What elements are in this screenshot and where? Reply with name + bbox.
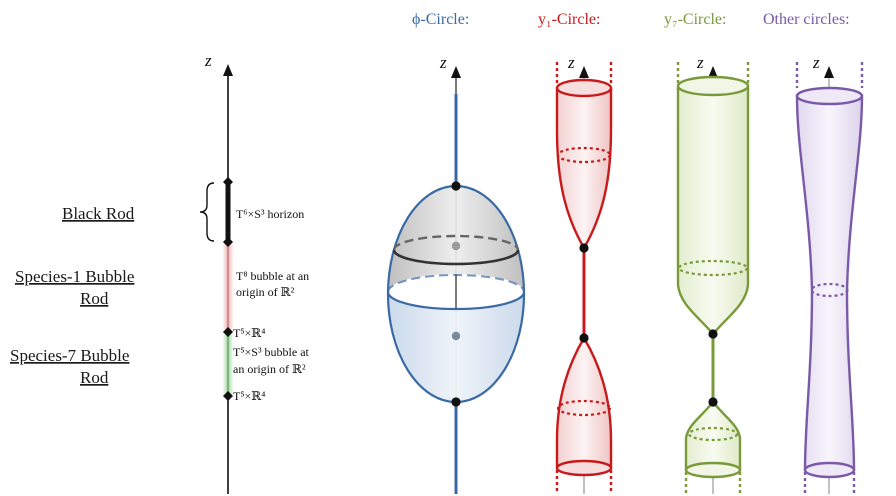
- rod-endpoint-1: [223, 177, 233, 187]
- y1-circle-panel: z: [555, 53, 613, 494]
- other-dotted-ring: [810, 282, 849, 298]
- species7-rod-glow: [222, 332, 234, 396]
- phi-ellipsoid-lower: [388, 292, 524, 402]
- other-tube: [795, 94, 864, 472]
- phi-node-bottom: [451, 397, 461, 407]
- y1-z-label: z: [567, 53, 575, 72]
- species1-rod-label-line1: Species-1 Bubble: [15, 267, 134, 286]
- y7-node-lower: [708, 397, 718, 407]
- phi-circle-panel: z: [386, 53, 526, 494]
- other-z-arrowhead: [824, 66, 834, 78]
- y1-lower-dotted-ring: [556, 399, 612, 417]
- y1-upper-bubble: [555, 88, 613, 251]
- annotation-t5r4-upper: T⁵×ℝ⁴: [233, 326, 265, 340]
- y1-lower-bottom-rim: [555, 459, 613, 477]
- y1-node-upper: [579, 243, 589, 253]
- left-z-label: z: [204, 51, 212, 70]
- header-other-circles: Other circles:: [763, 11, 850, 28]
- other-z-label: z: [812, 53, 820, 72]
- other-bottom-rim: [803, 461, 856, 479]
- y1-upper-top-rim: [555, 78, 613, 98]
- left-z-arrowhead: [223, 64, 233, 76]
- y7-circle-panel: z: [676, 53, 750, 494]
- y1-node-lower: [579, 333, 589, 343]
- species7-rod-label-line2: Rod: [80, 368, 109, 387]
- phi-node-mid-upper: [451, 241, 461, 251]
- phi-node-mid-lower: [451, 331, 461, 341]
- other-circles-panel: z: [795, 53, 864, 494]
- annotation-t5r4-lower: T⁵×ℝ⁴: [233, 389, 265, 403]
- species1-rod-label-line2: Rod: [80, 289, 109, 308]
- black-rod-brace: [199, 182, 215, 242]
- header-y7-circle: y₇-Circle:: [664, 11, 726, 28]
- rod-endpoint-4: [223, 391, 233, 401]
- phi-z-arrowhead: [451, 66, 461, 78]
- header-phi-circle: ϕ-Circle:: [412, 11, 469, 28]
- species7-rod-label-line1: Species-7 Bubble: [10, 346, 129, 365]
- y1-z-arrowhead: [579, 66, 589, 78]
- y7-z-label: z: [696, 53, 704, 72]
- annotation-horizon: T⁶×S³ horizon: [236, 207, 304, 221]
- phi-equator-back: [387, 274, 525, 293]
- species1-rod-glow: [222, 242, 234, 332]
- rod-endpoint-3: [223, 327, 233, 337]
- y7-lower-dotted-ring: [687, 426, 739, 442]
- header-y1-circle: y₁-Circle:: [538, 11, 600, 28]
- y7-upper-top-rim: [676, 75, 750, 97]
- phi-node-top: [451, 181, 461, 191]
- annotation-t5s3-line1: T⁵×S³ bubble at: [233, 345, 310, 359]
- phi-equator-front: [386, 291, 526, 311]
- y7-z-arrowhead: [708, 66, 718, 78]
- y7-lower-bubble: [684, 400, 742, 472]
- rod-structure-panel: z Black Rod Species-1 Bubble Rod Species…: [10, 51, 310, 494]
- phi-ellipsoid-upper: [388, 186, 524, 292]
- phi-black-ring-front: [392, 249, 520, 266]
- y7-upper-dotted-ring: [677, 259, 749, 277]
- other-top-rim: [795, 86, 864, 106]
- y7-lower-bottom-rim: [684, 461, 742, 479]
- y7-upper-bubble: [676, 86, 750, 336]
- annotation-t8-line1: T⁸ bubble at an: [236, 269, 309, 283]
- rod-endpoint-2: [223, 237, 233, 247]
- annotation-t8-line2: origin of ℝ²: [236, 285, 295, 299]
- y1-upper-dotted-ring: [556, 146, 612, 164]
- phi-z-label: z: [439, 53, 447, 72]
- y7-node-upper: [708, 329, 718, 339]
- black-rod-label: Black Rod: [62, 204, 135, 223]
- annotation-t5s3-line2: an origin of ℝ²: [233, 362, 306, 376]
- rod-endpoints: [223, 177, 233, 401]
